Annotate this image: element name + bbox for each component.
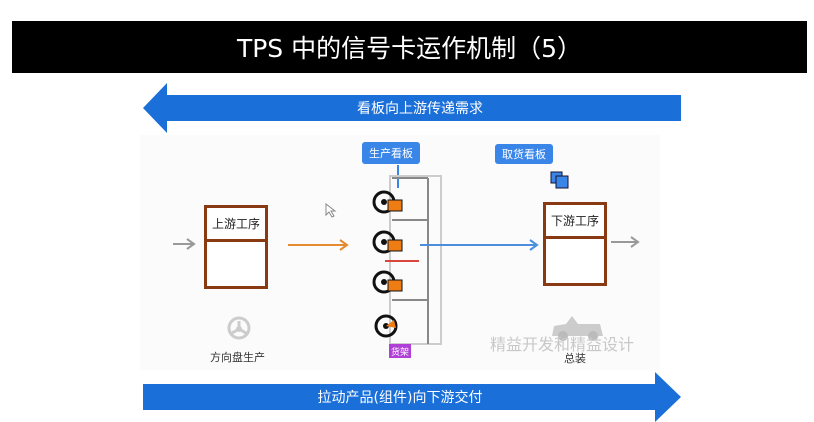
watermark: 精益开发和精益设计	[490, 335, 635, 354]
downstream-process-label: 下游工序	[546, 205, 604, 239]
upstream-caption: 方向盘生产	[210, 351, 265, 364]
flow-to-downstream-arrow	[420, 239, 539, 251]
downstream-caption: 总装	[564, 352, 586, 365]
top-arrow-left	[143, 83, 681, 133]
kanban-cards-icon	[550, 171, 569, 189]
cursor-icon	[325, 203, 337, 218]
withdrawal-kanban-tag: 取货看板	[495, 144, 553, 164]
shelf-label: 货架	[389, 344, 411, 358]
top-arrow-label: 看板向上游传递需求	[357, 101, 483, 117]
car-icon	[552, 316, 603, 341]
bottom-arrow-right	[143, 372, 681, 422]
flow-to-shelf-arrow	[288, 239, 349, 251]
output-arrow-icon	[611, 236, 640, 248]
input-arrow-icon	[173, 238, 196, 250]
shelf-rack	[372, 165, 442, 345]
bottom-arrow-label: 拉动产品(组件)向下游交付	[317, 390, 483, 406]
steering-wheel-icon	[227, 316, 251, 340]
downstream-process-box: 下游工序	[543, 202, 607, 286]
slide-title: TPS 中的信号卡运作机制（5）	[12, 21, 807, 73]
production-kanban-tag: 生产看板	[362, 142, 420, 164]
upstream-process-label: 上游工序	[207, 208, 265, 242]
upstream-process-box: 上游工序	[204, 205, 268, 289]
